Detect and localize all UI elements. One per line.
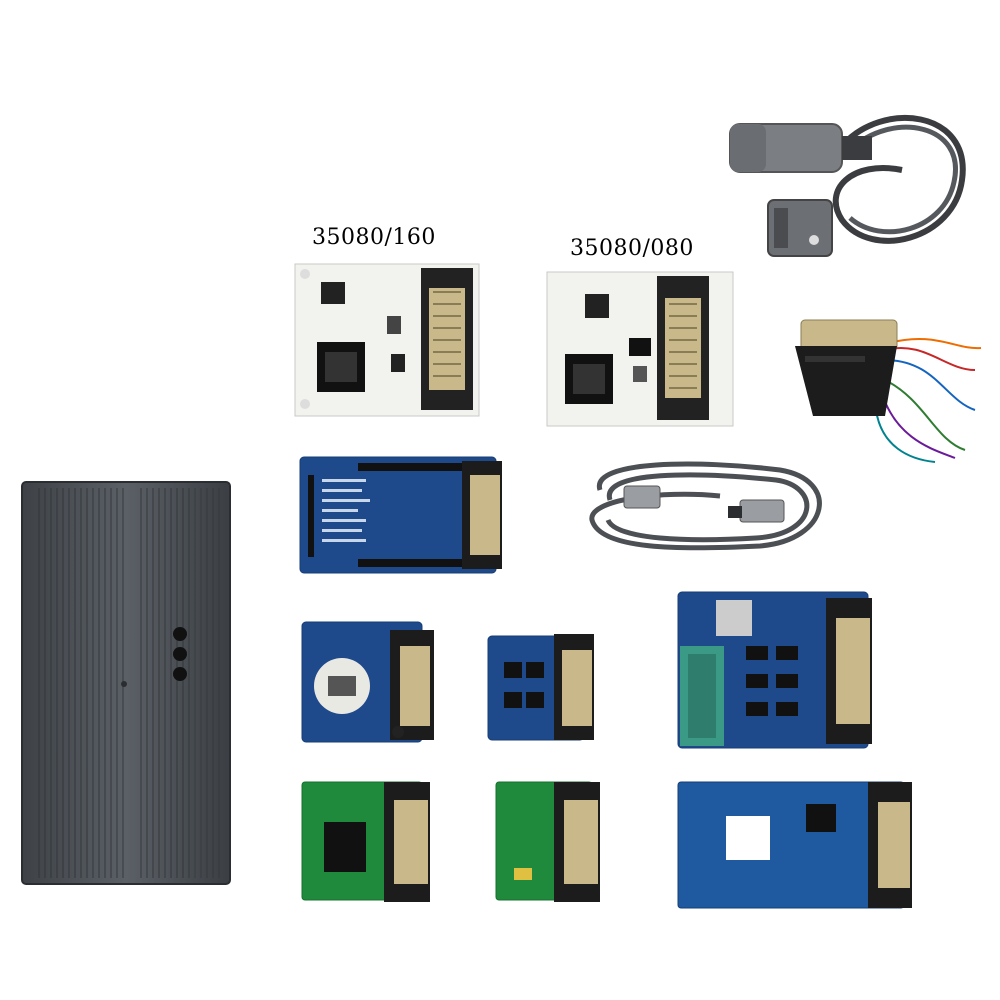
pcb-board-blue-2 (300, 620, 450, 746)
pcb-board-blue-5 (676, 778, 916, 912)
pcb-board-blue-4 (676, 588, 888, 752)
db25-jumper-cable-icon (795, 319, 982, 463)
usb-cable (580, 450, 830, 560)
pcb-board-icon (495, 781, 600, 902)
pcb-board-green-2 (494, 778, 614, 904)
pcb-board-blue-3 (486, 630, 606, 744)
aluminum-case (18, 478, 234, 888)
adapter-a-label: 35080/160 (312, 225, 436, 250)
obd-cable-icon (729, 114, 966, 257)
pcb-board-icon (299, 456, 502, 574)
eeprom-adapter-white-1 (293, 262, 493, 420)
pcb-board-icon (677, 781, 912, 909)
eeprom-adapter-icon (294, 263, 480, 417)
obd-cable (722, 100, 982, 276)
db25-jumper-cable (785, 300, 985, 468)
aluminum-case-icon (21, 481, 231, 885)
eeprom-adapter-icon (546, 271, 734, 427)
pcb-board-icon (301, 781, 430, 902)
pcb-board-icon (677, 591, 872, 749)
pcb-board-blue-1 (298, 455, 518, 575)
adapter-b-label: 35080/080 (570, 236, 694, 261)
pcb-board-icon (487, 634, 594, 741)
eeprom-adapter-white-2 (545, 270, 745, 430)
usb-cable-icon (589, 461, 822, 551)
pcb-board-green-1 (300, 778, 440, 904)
pcb-board-icon (301, 621, 434, 743)
